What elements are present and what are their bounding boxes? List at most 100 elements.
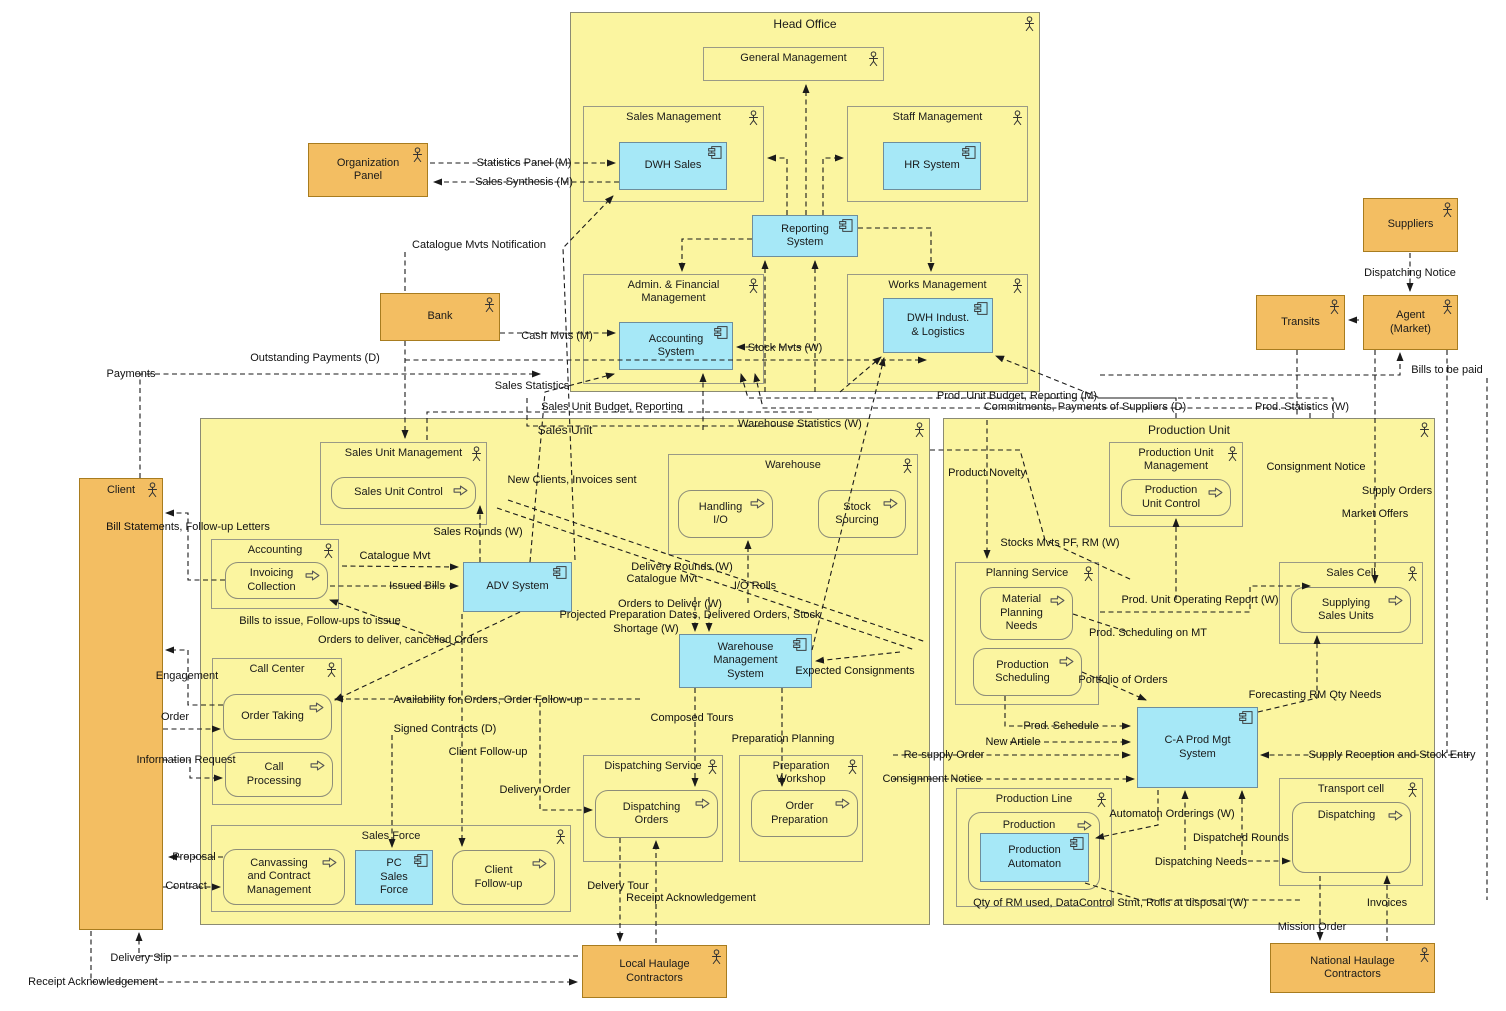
flow-label: Invoices xyxy=(1366,897,1408,909)
order-taking[interactable]: Order Taking xyxy=(223,694,332,740)
planning-service[interactable]: Planning Service xyxy=(955,562,1099,705)
warehouse-management-system[interactable]: Warehouse Management System xyxy=(679,634,812,688)
production[interactable]: Production xyxy=(968,812,1100,890)
production-automaton-label: Production Automaton xyxy=(1007,844,1062,870)
pc-sales-force[interactable]: PC Sales Force xyxy=(355,850,433,905)
national-haulage-contractors[interactable]: National Haulage Contractors xyxy=(1270,943,1435,993)
dispatching-label: Dispatching xyxy=(1317,809,1376,821)
flow-label: Statistics Panel (M) xyxy=(476,157,572,169)
head-office-label: Head Office xyxy=(773,17,837,31)
production-scheduling[interactable]: Production Scheduling xyxy=(973,648,1082,696)
flow-label: Product Novelty xyxy=(948,467,1026,479)
flow-label: Dispatching Notice xyxy=(1364,267,1456,279)
actor-icon xyxy=(1442,202,1453,218)
client[interactable]: Client xyxy=(79,478,163,930)
invoicing-collection[interactable]: Invoicing Collection xyxy=(225,562,328,599)
dispatching-orders[interactable]: Dispatching Orders xyxy=(595,790,718,838)
component-icon xyxy=(708,146,722,159)
flow-label: Receipt Acknowledgement xyxy=(626,892,756,904)
flow-label: Forecasting RM Qty Needs xyxy=(1248,689,1382,701)
flow-label: Information Request xyxy=(136,754,236,766)
adv-system[interactable]: ADV System xyxy=(463,562,572,612)
flow-label: Issued Bills xyxy=(389,580,445,592)
production-unit-control-label: Production Unit Control xyxy=(1141,484,1201,510)
component-icon xyxy=(839,219,853,232)
flow-label: Projected Preparation Dates, Delivered O… xyxy=(559,609,821,621)
material-planning-needs[interactable]: Material Planning Needs xyxy=(980,587,1073,640)
suppliers[interactable]: Suppliers xyxy=(1363,198,1458,252)
call-processing-label: Call Processing xyxy=(246,761,302,787)
supplying-sales-units[interactable]: Supplying Sales Units xyxy=(1291,587,1411,633)
process-arrow-icon xyxy=(1208,487,1223,498)
flow-label: Payments xyxy=(106,368,156,380)
flow-label: Proposal xyxy=(172,851,216,863)
process-arrow-icon xyxy=(453,485,468,496)
dispatching[interactable]: Dispatching xyxy=(1292,802,1411,873)
flow-label: Sales Statistics xyxy=(494,380,570,392)
actor-icon xyxy=(323,543,334,559)
flow-label: Sales Unit Budget, Reporting xyxy=(541,401,683,413)
agent-market-label: Agent (Market) xyxy=(1390,309,1431,335)
actor-icon xyxy=(1096,792,1107,808)
stock-sourcing[interactable]: Stock Sourcing xyxy=(818,490,906,538)
material-planning-needs-label: Material Planning Needs xyxy=(1000,593,1043,633)
dwh-indust-logistics[interactable]: DWH Indust. & Logistics xyxy=(883,298,993,353)
planning-service-label: Planning Service xyxy=(985,567,1069,579)
process-arrow-icon xyxy=(305,570,320,581)
canvassing-contract-management[interactable]: Canvassing and Contract Management xyxy=(223,849,345,905)
flow-label: Dispatched Rounds xyxy=(1192,832,1290,844)
production-automaton[interactable]: Production Automaton xyxy=(980,833,1089,882)
hr-system[interactable]: HR System xyxy=(883,142,981,190)
bank[interactable]: Bank xyxy=(380,293,500,341)
dwh-sales-label: DWH Sales xyxy=(644,159,702,172)
pc-sales-force-label: PC Sales Force xyxy=(379,857,409,897)
flow-label: Cash Mvts (M) xyxy=(521,330,593,342)
flow-label: Contract xyxy=(165,880,207,892)
process-arrow-icon xyxy=(750,498,765,509)
actor-icon xyxy=(326,662,337,678)
ca-prod-mgt-system[interactable]: C-A Prod Mgt System xyxy=(1137,707,1258,788)
production-unit-control[interactable]: Production Unit Control xyxy=(1121,479,1231,516)
actor-icon xyxy=(1442,299,1453,315)
dispatching-orders-label: Dispatching Orders xyxy=(622,800,681,826)
flow-label: Expected Consignments xyxy=(795,665,915,677)
flow-label: Supply Orders xyxy=(1361,485,1433,497)
dwh-sales[interactable]: DWH Sales xyxy=(619,142,727,190)
reporting-system[interactable]: Reporting System xyxy=(752,215,858,257)
edge-connector xyxy=(135,932,578,957)
preparation-workshop[interactable]: Preparation Workshop xyxy=(739,755,863,862)
local-haulage-contractors[interactable]: Local Haulage Contractors xyxy=(582,945,727,998)
warehouse-management-system-label: Warehouse Management System xyxy=(713,640,778,680)
organization-panel[interactable]: Organization Panel xyxy=(308,143,428,197)
agent-market[interactable]: Agent (Market) xyxy=(1363,295,1458,350)
actor-icon xyxy=(748,278,759,294)
actor-icon xyxy=(1419,422,1430,438)
flow-label: Shortage (W) xyxy=(613,623,679,635)
flow-label: Delivery Order xyxy=(499,784,571,796)
supplying-sales-units-label: Supplying Sales Units xyxy=(1318,596,1374,622)
actor-icon xyxy=(1024,16,1035,32)
flow-label: Automaton Orderings (W) xyxy=(1109,808,1235,820)
process-arrow-icon xyxy=(1077,820,1092,831)
flow-label: Dispatching Needs xyxy=(1154,856,1248,868)
works-management-label: Works Management xyxy=(888,279,987,291)
general-management[interactable]: General Management xyxy=(703,47,884,81)
flow-label: Consignment Notice xyxy=(882,773,982,785)
accounting-system[interactable]: Accounting System xyxy=(619,322,733,370)
edge-connector xyxy=(1100,352,1404,376)
component-icon xyxy=(793,638,807,651)
call-processing[interactable]: Call Processing xyxy=(225,752,333,797)
warehouse-label: Warehouse xyxy=(765,459,821,471)
suppliers-label: Suppliers xyxy=(1387,218,1434,231)
component-icon xyxy=(974,302,988,315)
actor-icon xyxy=(147,482,158,498)
handling-io[interactable]: Handling I/O xyxy=(678,490,773,538)
transits[interactable]: Transits xyxy=(1256,295,1345,350)
order-preparation[interactable]: Order Preparation xyxy=(751,790,858,837)
flow-label: Delivery Rounds (W) xyxy=(631,561,733,573)
flow-label: I/O Rolls xyxy=(733,580,777,592)
client-follow-up[interactable]: Client Follow-up xyxy=(452,850,555,905)
process-arrow-icon xyxy=(1388,595,1403,606)
sales-unit-control[interactable]: Sales Unit Control xyxy=(331,477,476,509)
local-haulage-contractors-label: Local Haulage Contractors xyxy=(619,958,690,984)
